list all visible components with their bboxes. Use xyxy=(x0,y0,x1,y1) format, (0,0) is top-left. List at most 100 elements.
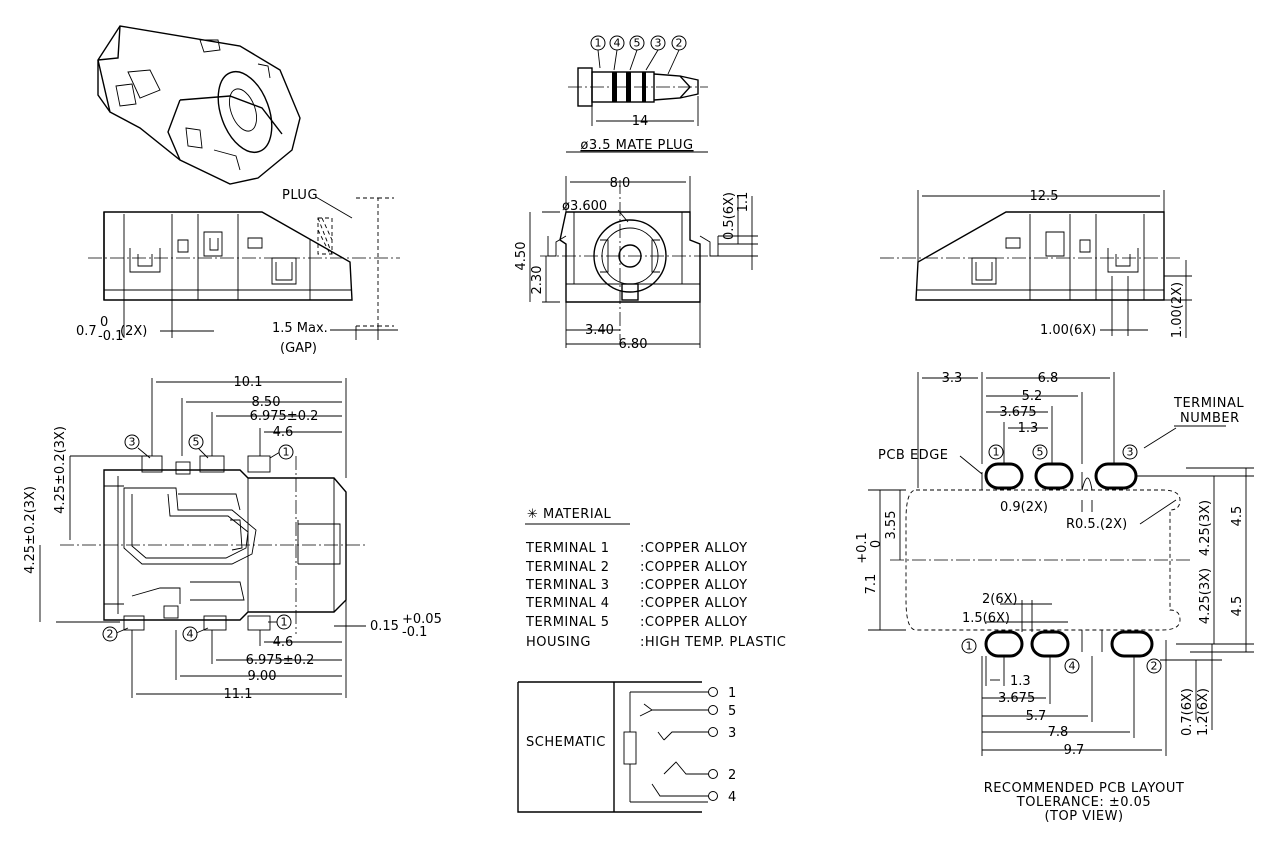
mate-plug: 14 ø3.5 MATE PLUG 1 4 5 3 2 xyxy=(566,35,708,153)
plug-ring-2 xyxy=(626,72,631,102)
top-terminal-5: 5 xyxy=(193,436,200,449)
pcb-slot: 0.9(2X) xyxy=(1000,500,1048,515)
top-view: 10.1 8.50 6.975±0.2 4.6 4.25±0.2(3X) 4.2… xyxy=(23,375,442,702)
material-row: TERMINAL 4 :COPPER ALLOY xyxy=(525,596,747,611)
svg-text:TERMINAL 3: TERMINAL 3 xyxy=(525,578,610,593)
terminal-number-line1: TERMINAL xyxy=(1173,396,1244,411)
pcb-right-v4: 4.5 xyxy=(1230,596,1245,617)
svg-text:TERMINAL 4: TERMINAL 4 xyxy=(525,596,610,611)
top-bottom-overall: 11.1 xyxy=(224,687,253,702)
plug-contact-callouts: 1 4 5 3 2 xyxy=(590,35,687,75)
svg-text::COPPER ALLOY: :COPPER ALLOY xyxy=(640,560,748,575)
top-d2: 6.975±0.2 xyxy=(250,409,319,424)
front-width: 8.0 xyxy=(610,176,631,191)
front-tab-height: 1.1 xyxy=(736,192,751,213)
material-row: TERMINAL 2 :COPPER ALLOY xyxy=(525,560,748,575)
top-left-vertical2: 4.25±0.2(3X) xyxy=(23,486,38,574)
schematic-pin-2: 2 xyxy=(728,768,736,783)
front-tab-thickness: 0.5(6X) xyxy=(722,192,737,240)
bottom-terminal-4: 4 xyxy=(187,628,194,641)
pcb-pad-bottom-2: 2 xyxy=(1151,660,1158,673)
pcb-top-d1: 3.3 xyxy=(942,371,963,386)
gap-max: 1.5 Max. xyxy=(272,321,328,336)
pcb-bottom-d3: 5.7 xyxy=(1026,709,1047,724)
right-length: 12.5 xyxy=(1030,189,1059,204)
pcb-left-height-tol-upper: +0.1 xyxy=(855,532,870,564)
pcb-pad xyxy=(1030,630,1070,658)
pcb-pad-width: 2(6X) xyxy=(982,592,1018,607)
top-d3: 4.6 xyxy=(273,425,294,440)
schematic-pin-3: 3 xyxy=(728,726,736,741)
pcb-pad-top-5: 5 xyxy=(1037,446,1044,459)
schematic-pin-5: 5 xyxy=(728,704,736,719)
front-base-width: 6.80 xyxy=(619,337,648,352)
pcb-edge-label: PCB EDGE xyxy=(878,448,948,463)
pcb-layout: 3.3 6.8 5.2 3.675 1.3 TERMINAL NUMBER PC… xyxy=(855,371,1254,824)
svg-text::COPPER ALLOY: :COPPER ALLOY xyxy=(640,578,748,593)
top-bottom-d2: 6.975±0.2 xyxy=(246,653,315,668)
schematic-label: SCHEMATIC xyxy=(526,735,606,750)
pcb-pad xyxy=(1034,462,1074,490)
schematic-pin-4: 4 xyxy=(728,790,736,805)
material-row: TERMINAL 3 :COPPER ALLOY xyxy=(525,578,748,593)
terminal-number-line2: NUMBER xyxy=(1180,411,1240,426)
pcb-pad xyxy=(1110,630,1154,658)
pcb-pad xyxy=(984,462,1024,490)
schematic-pin-1: 1 xyxy=(728,686,736,701)
side-thickness-count: (2X) xyxy=(120,324,147,339)
pcb-top-d2: 6.8 xyxy=(1038,371,1059,386)
pcb-pad-v1: 0.7(6X) xyxy=(1180,688,1195,736)
pcb-left-center: 3.55 xyxy=(884,511,899,540)
side-thickness: 0.7 xyxy=(76,324,97,339)
schematic: SCHEMATIC 1 5 3 2 4 xyxy=(517,681,736,813)
pcb-pad-bottom-4: 4 xyxy=(1069,660,1076,673)
pcb-right-v3: 4.25(3X) xyxy=(1198,568,1213,624)
top-terminal-3: 3 xyxy=(129,436,136,449)
plug-contact-1: 1 xyxy=(595,37,602,50)
svg-text:TERMINAL 5: TERMINAL 5 xyxy=(525,615,610,630)
pcb-radius: R0.5.(2X) xyxy=(1066,517,1127,532)
svg-text:HOUSING: HOUSING xyxy=(526,635,591,650)
isometric-view xyxy=(97,25,301,185)
material-row: TERMINAL 5 :COPPER ALLOY xyxy=(525,615,748,630)
pcb-bottom-d1: 1.3 xyxy=(1010,674,1031,689)
bottom-terminal-2: 2 xyxy=(107,628,114,641)
pcb-bottom-d2: 3.675 xyxy=(998,691,1035,706)
top-terminal-callouts: 3 5 1 2 4 1 xyxy=(102,434,294,642)
pcb-pad xyxy=(984,630,1024,658)
side-thickness-tol-upper: 0 xyxy=(100,315,108,330)
gap-label: (GAP) xyxy=(280,341,317,356)
plug-contact-4: 4 xyxy=(614,37,621,50)
material-table: ✳ MATERIAL TERMINAL 1 :COPPER ALLOY TERM… xyxy=(525,507,786,650)
front-height: 4.50 xyxy=(514,242,529,271)
front-hole-dia: ø3.600 xyxy=(562,199,607,214)
material-row: TERMINAL 1 :COPPER ALLOY xyxy=(525,541,748,556)
pcb-right-v1: 4.25(3X) xyxy=(1198,500,1213,556)
pcb-pad-top-3: 3 xyxy=(1127,446,1134,459)
plug-contact-5: 5 xyxy=(634,37,641,50)
pcb-pad xyxy=(1094,462,1138,490)
side-view: PLUG 0.7 0 -0.1 (2X) 1.5 Max. (GAP) xyxy=(76,188,400,356)
right-view: 12.5 1.00(6X) 1.00(2X) xyxy=(880,189,1192,338)
top-bottom-d3: 4.6 xyxy=(273,635,294,650)
svg-text:TERMINAL 1: TERMINAL 1 xyxy=(525,541,610,556)
top-terminal-1: 1 xyxy=(283,446,290,459)
front-center-offset: 3.40 xyxy=(585,323,614,338)
top-overall: 10.1 xyxy=(234,375,263,390)
pcb-pad-top-1: 1 xyxy=(993,446,1000,459)
plug-length: 14 xyxy=(632,114,649,129)
bottom-terminal-1: 1 xyxy=(281,616,288,629)
plug-contact-2: 2 xyxy=(676,37,683,50)
right-terminal-width: 1.00(6X) xyxy=(1040,323,1096,338)
pcb-pad-v2: 1.2(6X) xyxy=(1196,688,1211,736)
svg-text::COPPER ALLOY: :COPPER ALLOY xyxy=(640,541,748,556)
top-bottom-d1: 9.00 xyxy=(248,669,277,684)
pcb-top-d4: 3.675 xyxy=(999,405,1036,420)
svg-text:TERMINAL 2: TERMINAL 2 xyxy=(525,560,610,575)
pcb-caption-3: (TOP VIEW) xyxy=(1044,809,1123,824)
plug-label: PLUG xyxy=(282,188,318,203)
svg-text::COPPER ALLOY: :COPPER ALLOY xyxy=(640,615,748,630)
pcb-bottom-d5: 9.7 xyxy=(1064,743,1085,758)
